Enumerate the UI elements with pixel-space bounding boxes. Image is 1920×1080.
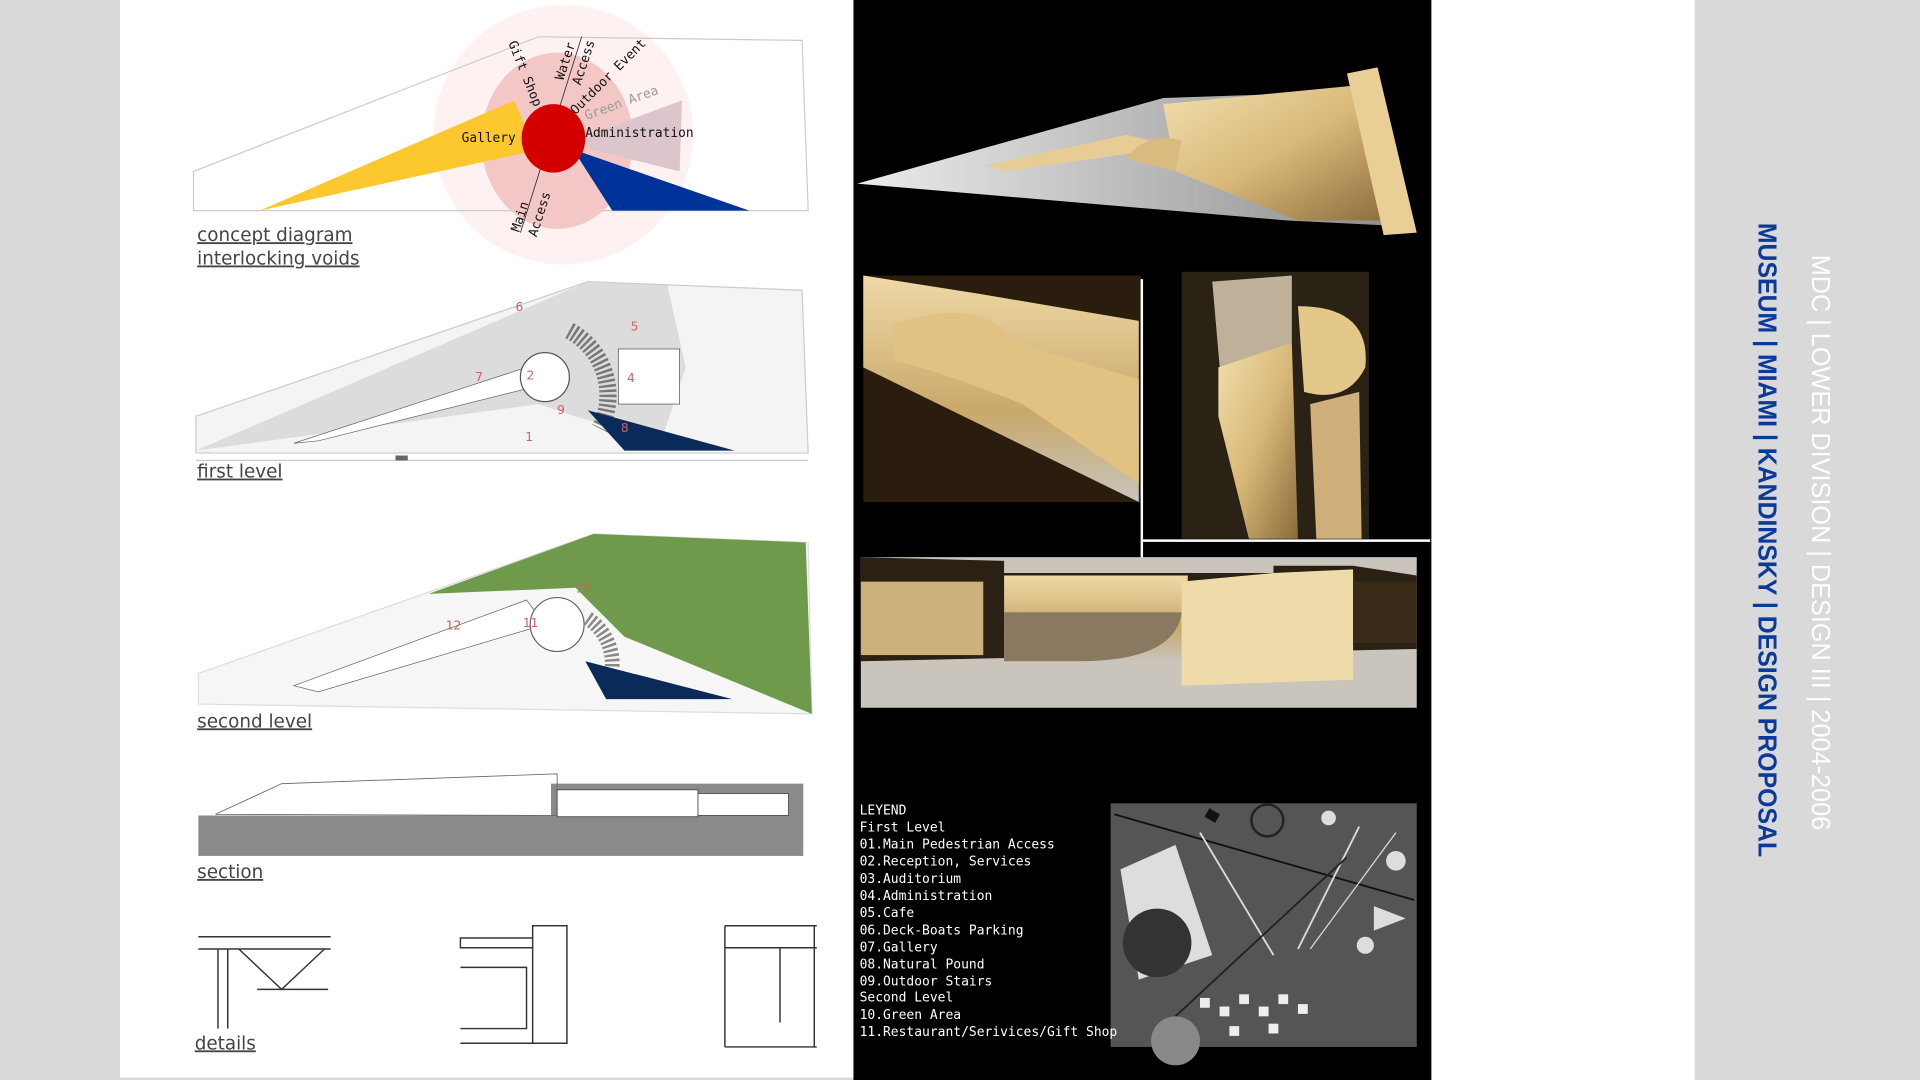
model-photo-bottom (860, 557, 1417, 708)
legend-item: 07.Gallery (860, 940, 938, 955)
legend-item: 04.Administration (860, 889, 993, 904)
second-level-plan: 10 12 11 second level (197, 533, 813, 732)
legend: LEYEND First Level 01.Main Pedestrian Ac… (860, 803, 1118, 1040)
legend-item: 03.Auditorium (860, 872, 962, 887)
section-label: section (197, 862, 263, 883)
label-administration: Administration (585, 126, 693, 141)
plan-number: 12 (446, 618, 462, 632)
model-photo-top (857, 67, 1417, 236)
legend-item: 11.Restaurant/Serivices/Gift Shop (860, 1025, 1118, 1040)
blank-panel (1431, 0, 1695, 1080)
legend-item: 10.Green Area (860, 1008, 962, 1023)
details-label: details (195, 1033, 256, 1054)
model-photo-middle-right (1181, 271, 1369, 539)
legend-item: 02.Reception, Services (860, 855, 1032, 870)
concept-title: concept diagram (197, 225, 352, 246)
plan-number: 4 (627, 371, 635, 385)
kandinsky-composition-image (1110, 803, 1417, 1066)
plan-number: 1 (525, 430, 533, 444)
section-drawing: section (197, 773, 804, 883)
model-photo-middle-left (863, 275, 1142, 503)
plan-number: 7 (475, 370, 483, 384)
legend-title: LEYEND (860, 803, 907, 818)
plan-number: 11 (523, 616, 539, 630)
first-level-label: first level (197, 462, 282, 483)
second-level-label: second level (197, 711, 312, 732)
board-subtitle: MDC | LOWER DIVISION | DESIGN III | 2004… (1806, 255, 1834, 831)
plan-number: 10 (576, 582, 592, 596)
plan-number: 6 (516, 300, 524, 314)
plan-number: 9 (557, 403, 565, 417)
legend-item: 05.Cafe (860, 906, 915, 921)
label-gallery: Gallery (462, 131, 516, 146)
concept-diagram: Gallery Administration Gift Shop Water A… (192, 4, 809, 269)
legend-section-first-level: First Level (860, 820, 946, 835)
concept-subtitle: interlocking voids (197, 248, 359, 269)
legend-item: 06.Deck-Boats Parking (860, 923, 1024, 938)
legend-item: 01.Main Pedestrian Access (860, 838, 1055, 853)
details-drawings (198, 924, 817, 1048)
first-level-plan: 6 5 7 2 4 9 8 1 first level (195, 281, 809, 483)
plan-number: 2 (527, 369, 535, 383)
legend-item: 09.Outdoor Stairs (860, 975, 993, 990)
plan-number: 5 (631, 320, 639, 334)
legend-item: 08.Natural Pound (860, 958, 985, 973)
legend-section-second-level: Second Level (860, 991, 954, 1006)
board-title: MUSEUM | MIAMI | KANDINSKY | DESIGN PROP… (1752, 223, 1780, 857)
plan-number: 8 (621, 421, 629, 435)
